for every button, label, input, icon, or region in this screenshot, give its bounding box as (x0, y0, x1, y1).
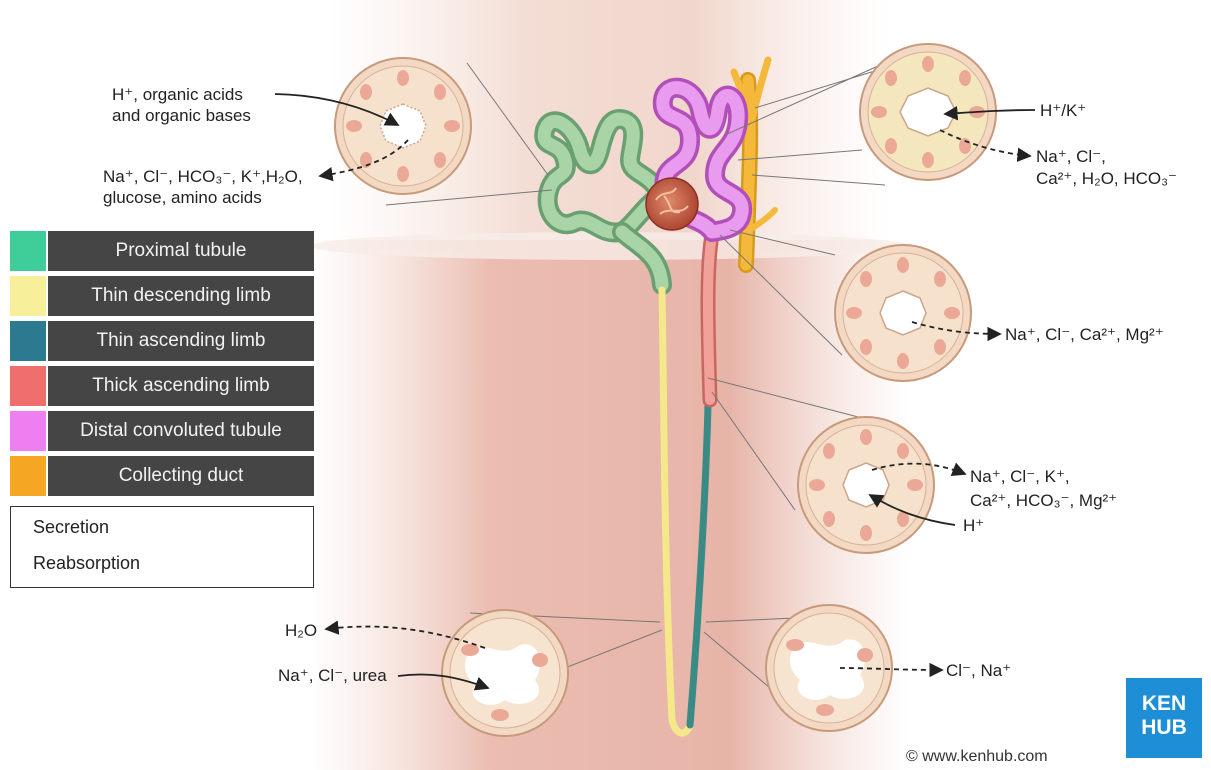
legend-swatch (10, 321, 46, 361)
legend-swatch (10, 366, 46, 406)
thin-ascending-reabsorption-label: Cl⁻, Na⁺ (946, 660, 1011, 681)
proximal-secretion-label-1: H⁺, organic acids (112, 84, 243, 105)
legend-item-collecting-duct: Collecting duct (10, 456, 314, 496)
collecting-reabsorption-label-2: Ca²⁺, HCO₃⁻, Mg²⁺ (970, 490, 1117, 511)
legend-label: Collecting duct (48, 456, 314, 496)
logo-text-line-2: HUB (1126, 716, 1202, 740)
reabsorption-key-label: Reabsorption (33, 553, 140, 574)
legend-item-thick-ascending-limb: Thick ascending limb (10, 366, 314, 406)
legend-item-thin-descending-limb: Thin descending limb (10, 276, 314, 316)
legend-swatch (10, 231, 46, 271)
collecting-reabsorption-label-1: Na⁺, Cl⁻, K⁺, (970, 466, 1070, 487)
cross-section-proximal (335, 58, 471, 194)
cross-section-collecting (798, 417, 934, 553)
legend-label: Thick ascending limb (48, 366, 314, 406)
proximal-secretion-label-2: and organic bases (112, 105, 251, 126)
dct-reabsorption-label-1: Na⁺, Cl⁻, (1036, 146, 1106, 167)
cross-section-thick-ascending (835, 245, 971, 381)
dct-secretion-label: H⁺/K⁺ (1040, 100, 1086, 121)
thin-descending-water-label: H₂O (285, 620, 317, 641)
thin-descending-solute-label: Na⁺, Cl⁻, urea (278, 665, 387, 686)
legend-item-distal-convoluted-tubule: Distal convoluted tubule (10, 411, 314, 451)
proximal-reabsorption-label-2: glucose, amino acids (103, 187, 262, 208)
legend-item-proximal-tubule: Proximal tubule (10, 231, 314, 271)
legend-label: Thin descending limb (48, 276, 314, 316)
logo-text-line-1: KEN (1126, 692, 1202, 716)
legend: Proximal tubule Thin descending limb Thi… (10, 231, 314, 501)
copyright-text: © www.kenhub.com (906, 748, 1048, 766)
legend-item-thin-ascending-limb: Thin ascending limb (10, 321, 314, 361)
legend-label: Proximal tubule (48, 231, 314, 271)
cross-section-thin-descending (442, 610, 568, 736)
thick-ascending-reabsorption-label: Na⁺, Cl⁻, Ca²⁺, Mg²⁺ (1005, 324, 1164, 345)
thick-ascending-limb (708, 235, 712, 400)
legend-label: Distal convoluted tubule (48, 411, 314, 451)
legend-swatch (10, 411, 46, 451)
kenhub-logo[interactable]: KEN HUB (1126, 678, 1202, 758)
collecting-secretion-label: H⁺ (963, 515, 984, 536)
arrow-key-box: Secretion Reabsorption (10, 506, 314, 588)
cross-section-thin-ascending (766, 605, 892, 731)
secretion-key-label: Secretion (33, 517, 109, 538)
legend-swatch (10, 456, 46, 496)
glomerulus (646, 178, 698, 230)
dct-reabsorption-label-2: Ca²⁺, H₂O, HCO₃⁻ (1036, 168, 1177, 189)
legend-label: Thin ascending limb (48, 321, 314, 361)
proximal-reabsorption-label-1: Na⁺, Cl⁻, HCO₃⁻, K⁺,H₂O, (103, 166, 303, 187)
legend-swatch (10, 276, 46, 316)
